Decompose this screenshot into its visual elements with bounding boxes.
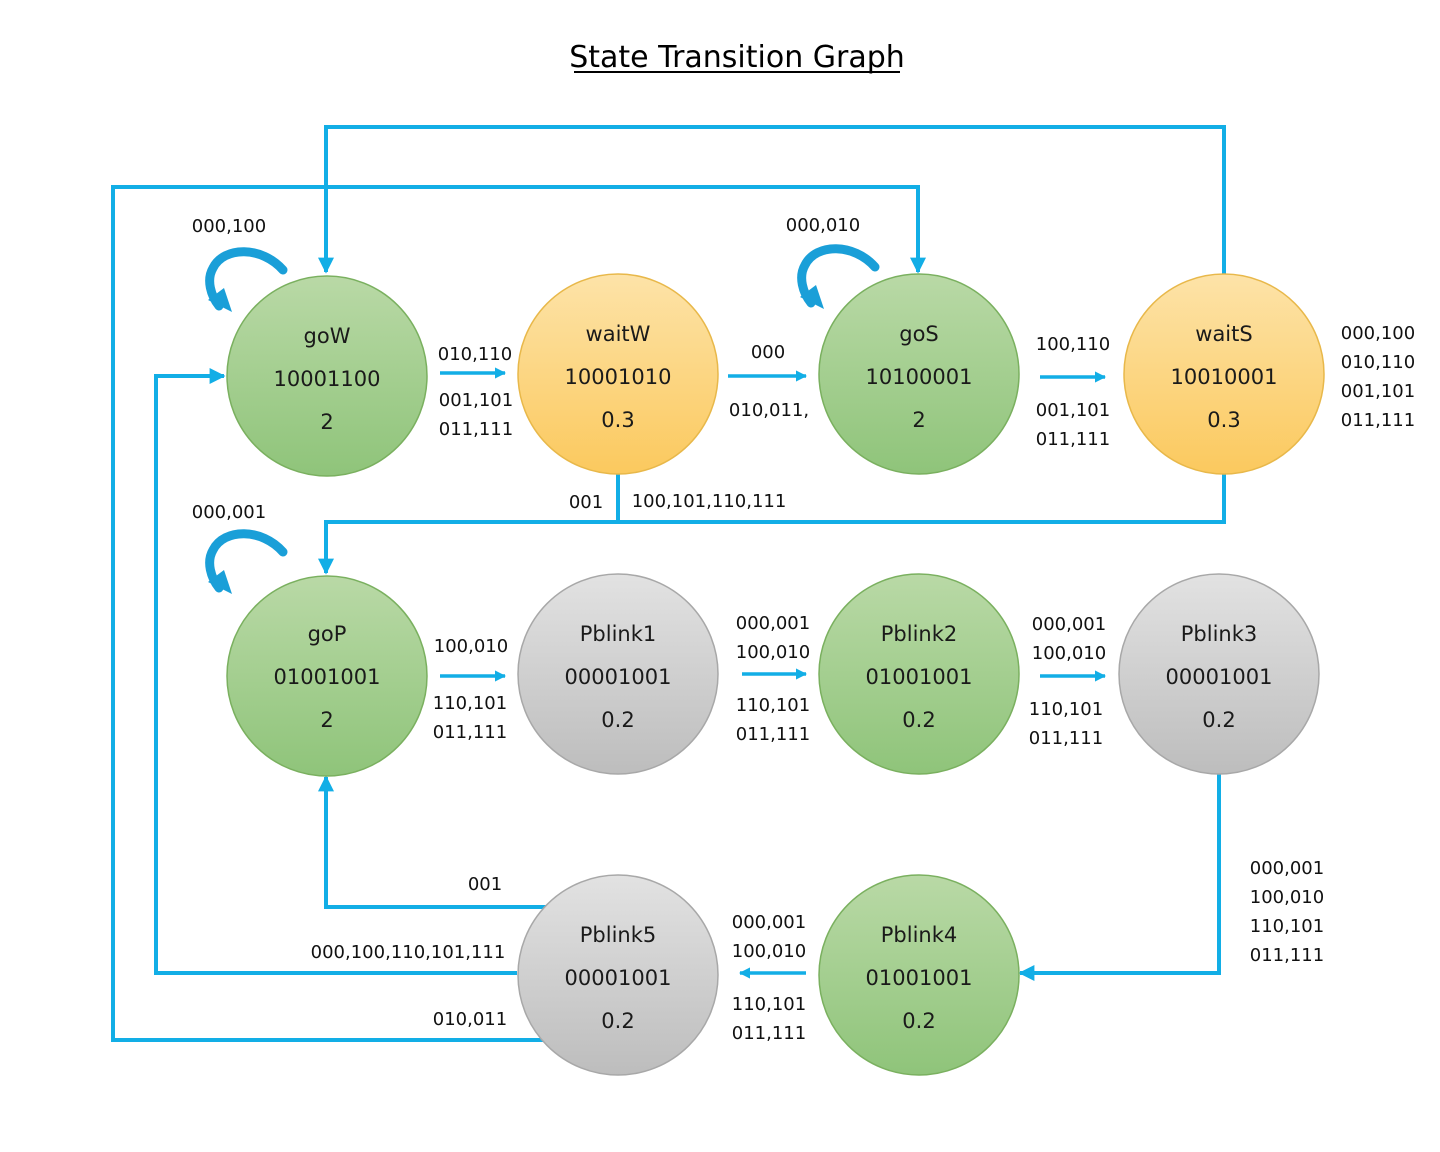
state-name: goP bbox=[308, 622, 347, 646]
state-output: 10001010 bbox=[565, 365, 672, 389]
state-node-Pblink3[interactable]: Pblink3 00001001 0.2 bbox=[1118, 573, 1320, 775]
self-loop-goS bbox=[797, 244, 880, 309]
state-node-waitW[interactable]: waitW 10001010 0.3 bbox=[517, 273, 719, 475]
edge-label-blink4-blink5: 100,010 bbox=[732, 941, 806, 962]
edge-label-waitS-goW: 000,100 bbox=[1341, 323, 1415, 344]
state-name: Pblink5 bbox=[580, 923, 657, 947]
edge-label-blink2-blink3: 000,001 bbox=[1032, 614, 1106, 635]
edge-label-waitW-goP: 100,101,110,111 bbox=[632, 491, 787, 512]
state-delay: 0.3 bbox=[601, 408, 634, 432]
state-node-Pblink4[interactable]: Pblink4 01001001 0.2 bbox=[818, 874, 1020, 1076]
state-output: 10100001 bbox=[866, 365, 973, 389]
edge-label-goP-self: 000,001 bbox=[192, 502, 266, 523]
state-node-Pblink1[interactable]: Pblink1 00001001 0.2 bbox=[517, 573, 719, 775]
state-output: 01001001 bbox=[866, 966, 973, 990]
edge-label-goS-self: 000,010 bbox=[786, 215, 860, 236]
edge-label-goW-waitW: 001,101 bbox=[439, 390, 513, 411]
edge-label-goP-blink1: 100,010 bbox=[434, 636, 508, 657]
state-output: 01001001 bbox=[866, 665, 973, 689]
edge-label-waitW-goS: 010,011, bbox=[729, 400, 809, 421]
state-output: 00001001 bbox=[1166, 665, 1273, 689]
edge-label-waitW-goS: 000 bbox=[751, 342, 785, 363]
edge-label-blink1-blink2: 000,001 bbox=[736, 613, 810, 634]
edge-label-blink5-goP: 001 bbox=[468, 874, 502, 895]
self-loop-goW bbox=[205, 247, 288, 312]
state-node-goW[interactable]: goW 10001100 2 bbox=[226, 275, 428, 477]
edge-label-waitW-goP: 001 bbox=[569, 492, 603, 513]
edge-label-waitS-goP: 011,111 bbox=[1341, 410, 1415, 431]
state-delay: 0.2 bbox=[601, 1009, 634, 1033]
state-output: 10010001 bbox=[1171, 365, 1278, 389]
edge-label-blink1-blink2: 100,010 bbox=[736, 642, 810, 663]
edge-label-blink5-goS: 010,011 bbox=[433, 1009, 507, 1030]
state-name: goS bbox=[899, 322, 939, 346]
wire-blink5-to-goP bbox=[318, 775, 549, 909]
self-loop-goP bbox=[205, 529, 288, 594]
edge-label-blink4-blink5: 000,001 bbox=[732, 912, 806, 933]
state-name: Pblink1 bbox=[580, 622, 657, 646]
state-delay: 2 bbox=[320, 410, 333, 434]
edge-label-blink3-blink4: 100,010 bbox=[1250, 887, 1324, 908]
edge-label-blink3-blink4: 011,111 bbox=[1250, 945, 1324, 966]
state-name: goW bbox=[304, 324, 351, 348]
edge-label-goS-waitS: 100,110 bbox=[1036, 334, 1110, 355]
wire-blink5-to-goW bbox=[154, 368, 517, 975]
state-output: 10001100 bbox=[274, 367, 381, 391]
state-output: 01001001 bbox=[274, 665, 381, 689]
edge-label-goW-waitW: 011,111 bbox=[439, 419, 513, 440]
state-node-goP[interactable]: goP 01001001 2 bbox=[226, 575, 428, 777]
edge-label-blink3-blink4: 000,001 bbox=[1250, 858, 1324, 879]
edge-label-waitS-goW: 010,110 bbox=[1341, 352, 1415, 373]
edge-label-goP-blink1: 011,111 bbox=[433, 722, 507, 743]
state-delay: 0.2 bbox=[902, 708, 935, 732]
state-name: Pblink3 bbox=[1181, 622, 1258, 646]
state-node-waitS[interactable]: waitS 10010001 0.3 bbox=[1123, 273, 1325, 475]
edge-label-blink3-blink4: 110,101 bbox=[1250, 916, 1324, 937]
edge-label-goP-blink1: 110,101 bbox=[433, 693, 507, 714]
edge-label-goW-waitW: 010,110 bbox=[438, 344, 512, 365]
wire-blink3-to-blink4 bbox=[1018, 774, 1221, 981]
wire-blink5-to-goS bbox=[111, 185, 926, 1042]
state-delay: 2 bbox=[320, 708, 333, 732]
edge-label-waitS-goP: 001,101 bbox=[1341, 381, 1415, 402]
state-name: waitS bbox=[1195, 322, 1252, 346]
state-node-Pblink2[interactable]: Pblink2 01001001 0.2 bbox=[818, 573, 1020, 775]
state-delay: 2 bbox=[912, 408, 925, 432]
edge-label-goS-waitS: 011,111 bbox=[1036, 429, 1110, 450]
state-output: 00001001 bbox=[565, 665, 672, 689]
diagram-title: State Transition Graph bbox=[569, 40, 905, 75]
state-node-goS[interactable]: goS 10100001 2 bbox=[818, 273, 1020, 475]
edge-label-blink5-goW: 000,100,110,101,111 bbox=[311, 942, 506, 963]
state-delay: 0.2 bbox=[902, 1009, 935, 1033]
state-name: Pblink4 bbox=[881, 923, 958, 947]
state-delay: 0.2 bbox=[601, 708, 634, 732]
edge-label-blink4-blink5: 110,101 bbox=[732, 994, 806, 1015]
state-name: waitW bbox=[586, 322, 651, 346]
edge-label-blink2-blink3: 100,010 bbox=[1032, 643, 1106, 664]
state-name: Pblink2 bbox=[881, 622, 958, 646]
state-node-Pblink5[interactable]: Pblink5 00001001 0.2 bbox=[517, 874, 719, 1076]
wire-waitS-to-goW bbox=[318, 125, 1226, 275]
state-delay: 0.2 bbox=[1202, 708, 1235, 732]
edge-label-blink1-blink2: 011,111 bbox=[736, 724, 810, 745]
edge-label-blink2-blink3: 110,101 bbox=[1029, 699, 1103, 720]
edge-label-goW-self: 000,100 bbox=[192, 216, 266, 237]
edge-label-blink1-blink2: 110,101 bbox=[736, 695, 810, 716]
state-delay: 0.3 bbox=[1207, 408, 1240, 432]
state-output: 00001001 bbox=[565, 966, 672, 990]
edge-label-blink2-blink3: 011,111 bbox=[1029, 728, 1103, 749]
edge-label-goS-waitS: 001,101 bbox=[1036, 400, 1110, 421]
wire-waitS-to-goP bbox=[318, 474, 1226, 575]
edge-label-blink4-blink5: 011,111 bbox=[732, 1023, 806, 1044]
